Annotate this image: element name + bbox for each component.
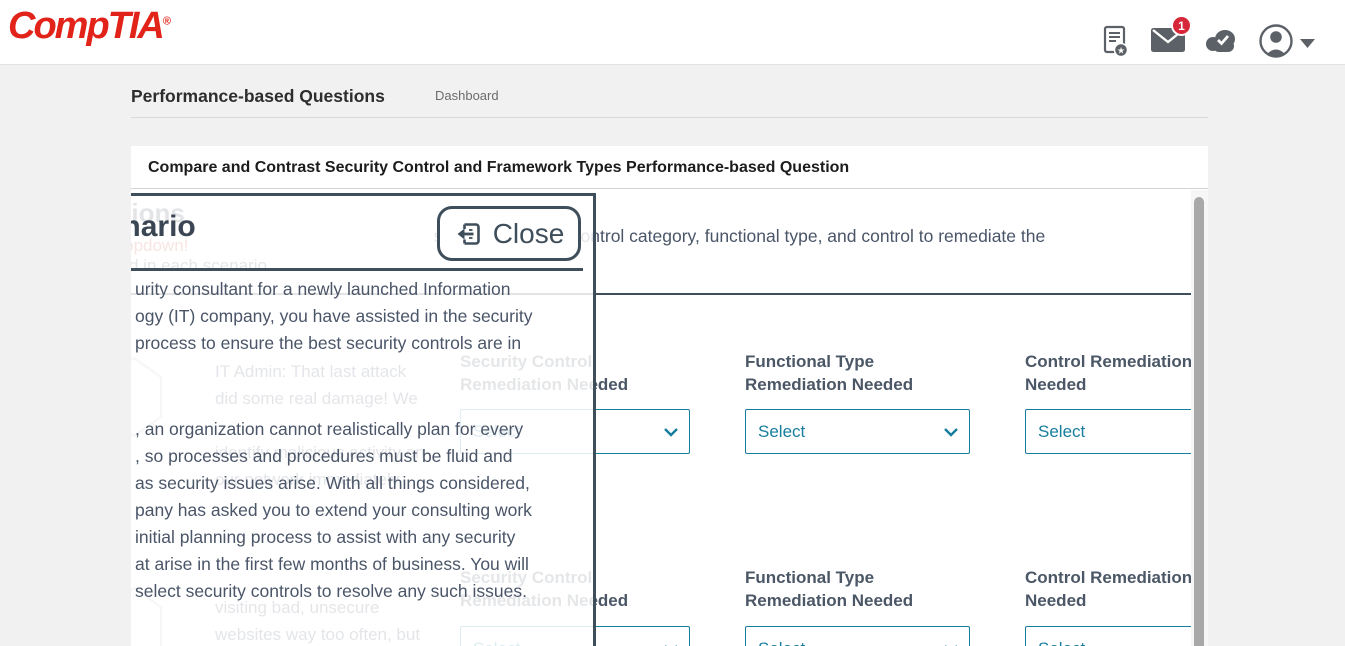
mail-notification-badge: 1 <box>1171 15 1192 36</box>
notes-document-icon[interactable]: ★ <box>1102 25 1129 62</box>
select-functional-type-row1[interactable]: Select <box>745 409 970 454</box>
title-divider <box>131 117 1208 118</box>
close-button[interactable]: Close <box>437 206 581 261</box>
registered-mark: ® <box>162 15 171 28</box>
scenario-modal: Scenario Close urity consultant for a ne… <box>131 193 596 646</box>
instruction-text: trol category, functional type, and cont… <box>600 226 1046 246</box>
card-header-divider <box>131 188 1208 189</box>
select-control-remediation-row2[interactable]: Select <box>1025 626 1191 646</box>
panel-scrollbar-track[interactable] <box>1191 190 1208 646</box>
modal-title-divider <box>131 268 583 271</box>
cloud-check-icon[interactable] <box>1204 27 1240 58</box>
select-functional-type-row2[interactable]: Select <box>745 626 970 646</box>
question-panel: select the correct con trol category, fu… <box>131 190 1191 646</box>
select-control-remediation-row1[interactable]: Select <box>1025 409 1191 454</box>
select-chevron-icon <box>664 428 678 437</box>
comptia-logo[interactable]: CompTIA® <box>8 5 171 47</box>
caret-down-icon[interactable] <box>1300 36 1315 54</box>
breadcrumb-dashboard-link[interactable]: Dashboard <box>435 88 499 103</box>
user-avatar-icon[interactable] <box>1258 23 1294 64</box>
scenario-modal-title: Scenario <box>131 210 196 243</box>
top-header: CompTIA® ★ 1 <box>0 0 1345 65</box>
panel-scrollbar-thumb[interactable] <box>1194 197 1204 646</box>
exit-close-icon <box>457 222 480 245</box>
question-card-title: Compare and Contrast Security Control an… <box>148 159 850 176</box>
section-divider <box>131 293 1191 295</box>
select-chevron-icon <box>944 428 958 437</box>
close-button-label: Close <box>492 217 565 249</box>
page-title: Performance-based Questions <box>131 86 385 106</box>
scenario-paragraph-1: urity consultant for a newly launched In… <box>135 279 533 353</box>
svg-text:★: ★ <box>1117 46 1125 56</box>
question-card: Compare and Contrast Security Control an… <box>131 146 1208 646</box>
scenario-paragraph-2: , an organization cannot realistically p… <box>135 419 532 601</box>
